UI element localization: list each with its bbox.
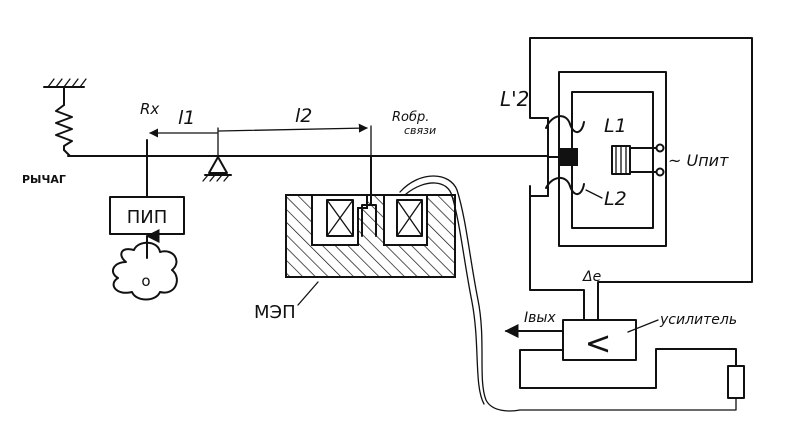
- armature-core: [560, 148, 578, 166]
- spring: [55, 104, 73, 151]
- l1-coil-label: L1: [604, 115, 627, 137]
- rx-label: Rx: [140, 100, 159, 118]
- output-loop: [519, 348, 737, 389]
- pivot-support: [202, 156, 232, 182]
- cloud-source-label: o: [141, 272, 150, 290]
- coil-lead-wire-b: [405, 182, 485, 405]
- supply-voltage-label: ~ Uпит: [668, 151, 729, 170]
- l2-label: l2: [295, 105, 312, 127]
- differential-transformer: [529, 37, 753, 306]
- l2-dimension-arrow: [218, 123, 368, 133]
- amplifier-label: усилитель: [659, 312, 737, 328]
- mep-label: МЭП: [254, 302, 296, 323]
- load-resistor: [727, 365, 745, 399]
- i-out-label: Iвых: [524, 310, 556, 326]
- l2-prime-label: L'2: [500, 87, 529, 111]
- mep-converter: [285, 194, 456, 278]
- measured-medium-cloud: [111, 241, 178, 301]
- l1-label: l1: [178, 107, 195, 129]
- feedback-r-label: Rобр.: [392, 110, 429, 125]
- amplifier-block: [562, 319, 637, 361]
- amplifier-symbol: <: [585, 324, 612, 362]
- spring-assembly: [43, 78, 87, 157]
- feedback-svyazi-label: связи: [404, 124, 436, 137]
- coil-lead-wire-a: [399, 175, 737, 412]
- pip-label: ПИП: [127, 207, 168, 228]
- lever-label: РЫЧАГ: [22, 173, 66, 186]
- delta-e-label: Δe: [582, 269, 601, 285]
- l2-coil-label: L2: [604, 188, 627, 210]
